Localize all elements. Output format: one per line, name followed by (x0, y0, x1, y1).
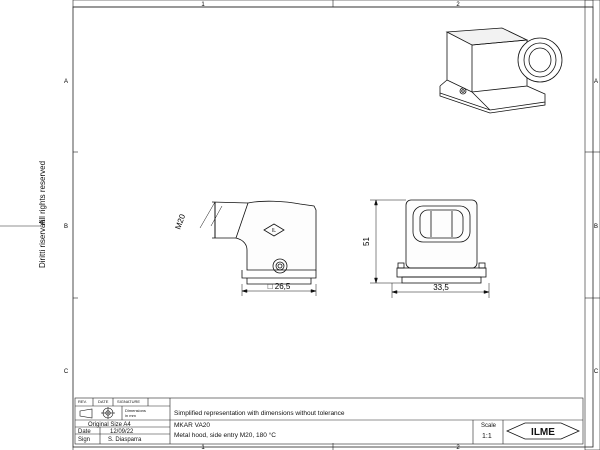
rev-header: REV. (78, 399, 87, 404)
grid-row-c-left: C (64, 369, 69, 375)
grid-row-a-right: A (594, 79, 598, 85)
representation-note: Simplified representation with dimension… (174, 410, 345, 417)
projection-symbol (79, 407, 115, 419)
thread-dimension: M20 (173, 212, 187, 230)
all-rights-reserved-note: All rights reserved (38, 160, 47, 225)
grid-col-2-bottom: 2 (456, 445, 460, 450)
dimensions-note: Dimensions in mm (125, 408, 146, 419)
scale-value: 1:1 (482, 433, 492, 440)
product-code: MKAR VA20 (174, 422, 211, 429)
square-dimension: □ 26,5 (268, 282, 291, 291)
grid-row-c-right: C (594, 369, 599, 375)
grid-col-2-top: 2 (456, 2, 460, 8)
height-dimension: 51 (362, 237, 371, 246)
product-description: Metal hood, side entry M20, 180 °C (174, 432, 276, 439)
date-value: 12/09/22 (110, 429, 134, 435)
side-dimension-lines (199, 201, 317, 296)
diritti-riservati-note: Diritti riservati (38, 219, 47, 268)
signature-header: SIGNATURE (117, 399, 141, 404)
isometric-view (439, 27, 563, 114)
grid-col-1-bottom: 1 (201, 445, 205, 450)
drawing-border (72, 6, 594, 448)
svg-text:ILME: ILME (531, 427, 555, 438)
grid-col-1-top: 1 (201, 2, 205, 8)
front-dimension-lines (370, 199, 490, 298)
sign-value: S. Diasparra (108, 437, 142, 443)
side-view: IL (211, 200, 317, 285)
sign-label: Sign (78, 437, 91, 443)
ilme-logo: ILME (506, 422, 580, 440)
scale-label: Scale (481, 423, 497, 429)
grid-row-b-left: B (64, 224, 68, 230)
grid-row-b-right: B (594, 224, 598, 230)
date-header: DATE (98, 399, 109, 404)
grid-row-a-left: A (64, 79, 68, 85)
svg-text:IL: IL (272, 228, 276, 234)
width-dimension: 33,5 (433, 283, 449, 292)
original-size: Original Size A4 (88, 422, 131, 428)
title-block-grid (74, 397, 584, 445)
date-label: Date (78, 429, 91, 435)
front-view (396, 199, 487, 284)
